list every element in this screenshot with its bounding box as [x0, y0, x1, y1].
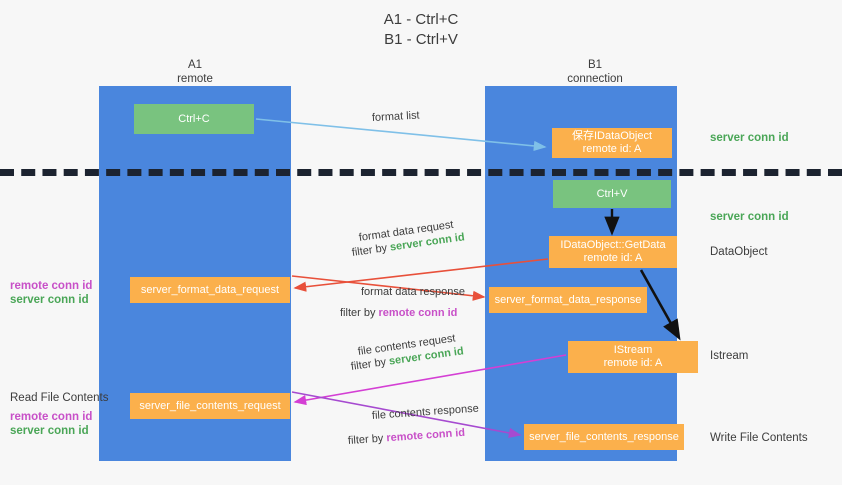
- right-label-istream-text: Istream: [710, 350, 749, 362]
- box-server-file-contents-response-label: server_file_contents_response: [529, 430, 679, 443]
- column-a1-role: remote: [177, 73, 213, 85]
- filter-by-label: filter by: [340, 307, 376, 319]
- box-ctrl-c-label: Ctrl+C: [178, 112, 210, 125]
- caption-format-data-response-text: format data response: [361, 286, 465, 298]
- box-idataobject-getdata[interactable]: IDataObject::GetData remote id: A: [549, 236, 677, 268]
- left-legend-format: remote conn id server conn id: [10, 279, 92, 307]
- left-legend-file: remote conn id server conn id: [10, 410, 92, 438]
- title-line-2: B1 - Ctrl+V: [384, 31, 458, 48]
- caption-format-data-response: format data response: [361, 285, 465, 300]
- caption-file-contents-response-text: file contents response: [371, 402, 480, 422]
- box-save-idataobject-line1: 保存IDataObject: [571, 130, 653, 142]
- box-istream-line1: IStream: [613, 344, 653, 356]
- box-getdata-line1: IDataObject::GetData: [560, 239, 666, 251]
- left-legend-server-conn-id: server conn id: [10, 294, 89, 306]
- box-save-idataobject[interactable]: 保存IDataObject remote id: A: [552, 128, 672, 158]
- right-label-dataobject-text: DataObject: [710, 246, 768, 258]
- caption-file-contents-response: file contents response: [371, 402, 480, 424]
- right-label-server-conn-id-mid-text: server conn id: [710, 211, 789, 223]
- box-ctrl-v[interactable]: Ctrl+V: [553, 180, 671, 208]
- column-a1-name: A1: [187, 59, 203, 71]
- box-save-idataobject-line2: remote id: A: [582, 143, 642, 155]
- left-legend-remote-conn-id: remote conn id: [10, 280, 93, 292]
- column-b1-name: B1: [587, 59, 603, 71]
- box-ctrl-c[interactable]: Ctrl+C: [134, 104, 254, 134]
- caption-format-list: format list: [372, 109, 420, 126]
- filter-by-label: filter by: [350, 356, 387, 373]
- left-label-read-file-contents: Read File Contents: [10, 392, 108, 404]
- box-server-format-data-response-label: server_format_data_response: [494, 293, 642, 306]
- title-line-1: A1 - Ctrl+C: [383, 11, 459, 28]
- right-label-write-file-contents-text: Write File Contents: [710, 432, 808, 444]
- page-title: A1 - Ctrl+C B1 - Ctrl+V: [0, 10, 842, 50]
- caption-format-data-response-filter: filter by remote conn id: [340, 306, 457, 321]
- filter-by-label: filter by: [351, 242, 388, 259]
- remote-conn-id-key: remote conn id: [385, 426, 466, 445]
- box-server-file-contents-response[interactable]: server_file_contents_response: [524, 424, 684, 450]
- box-server-format-data-response[interactable]: server_format_data_response: [489, 287, 647, 313]
- column-header-a1: A1 remote: [130, 58, 260, 86]
- caption-file-contents-response-filter: filter by remote conn id: [347, 426, 466, 449]
- box-server-format-data-request[interactable]: server_format_data_request: [130, 277, 290, 303]
- right-label-server-conn-id-mid: server conn id: [710, 211, 789, 223]
- box-ctrl-v-label: Ctrl+V: [596, 187, 628, 200]
- right-label-dataobject: DataObject: [710, 246, 768, 258]
- box-istream-line2: remote id: A: [603, 357, 663, 369]
- box-server-format-data-request-label: server_format_data_request: [140, 283, 280, 296]
- right-label-istream: Istream: [710, 350, 748, 362]
- box-server-file-contents-request[interactable]: server_file_contents_request: [130, 393, 290, 419]
- section-divider: [0, 169, 842, 176]
- box-istream[interactable]: IStream remote id: A: [568, 341, 698, 373]
- left-legend-remote-conn-id: remote conn id: [10, 411, 93, 423]
- column-b1-role: connection: [567, 73, 623, 85]
- right-label-write-file-contents: Write File Contents: [710, 432, 808, 444]
- column-header-b1: B1 connection: [530, 58, 660, 86]
- right-label-server-conn-id-top: server conn id: [710, 132, 789, 144]
- box-server-file-contents-request-label: server_file_contents_request: [139, 399, 281, 412]
- remote-conn-id-key: remote conn id: [378, 307, 458, 319]
- right-label-server-conn-id-top-text: server conn id: [710, 132, 789, 144]
- filter-by-label: filter by: [347, 432, 384, 447]
- left-label-read-file-contents-text: Read File Contents: [10, 392, 109, 404]
- box-getdata-line2: remote id: A: [583, 252, 643, 264]
- left-legend-server-conn-id: server conn id: [10, 425, 89, 437]
- caption-format-list-text: format list: [371, 109, 420, 124]
